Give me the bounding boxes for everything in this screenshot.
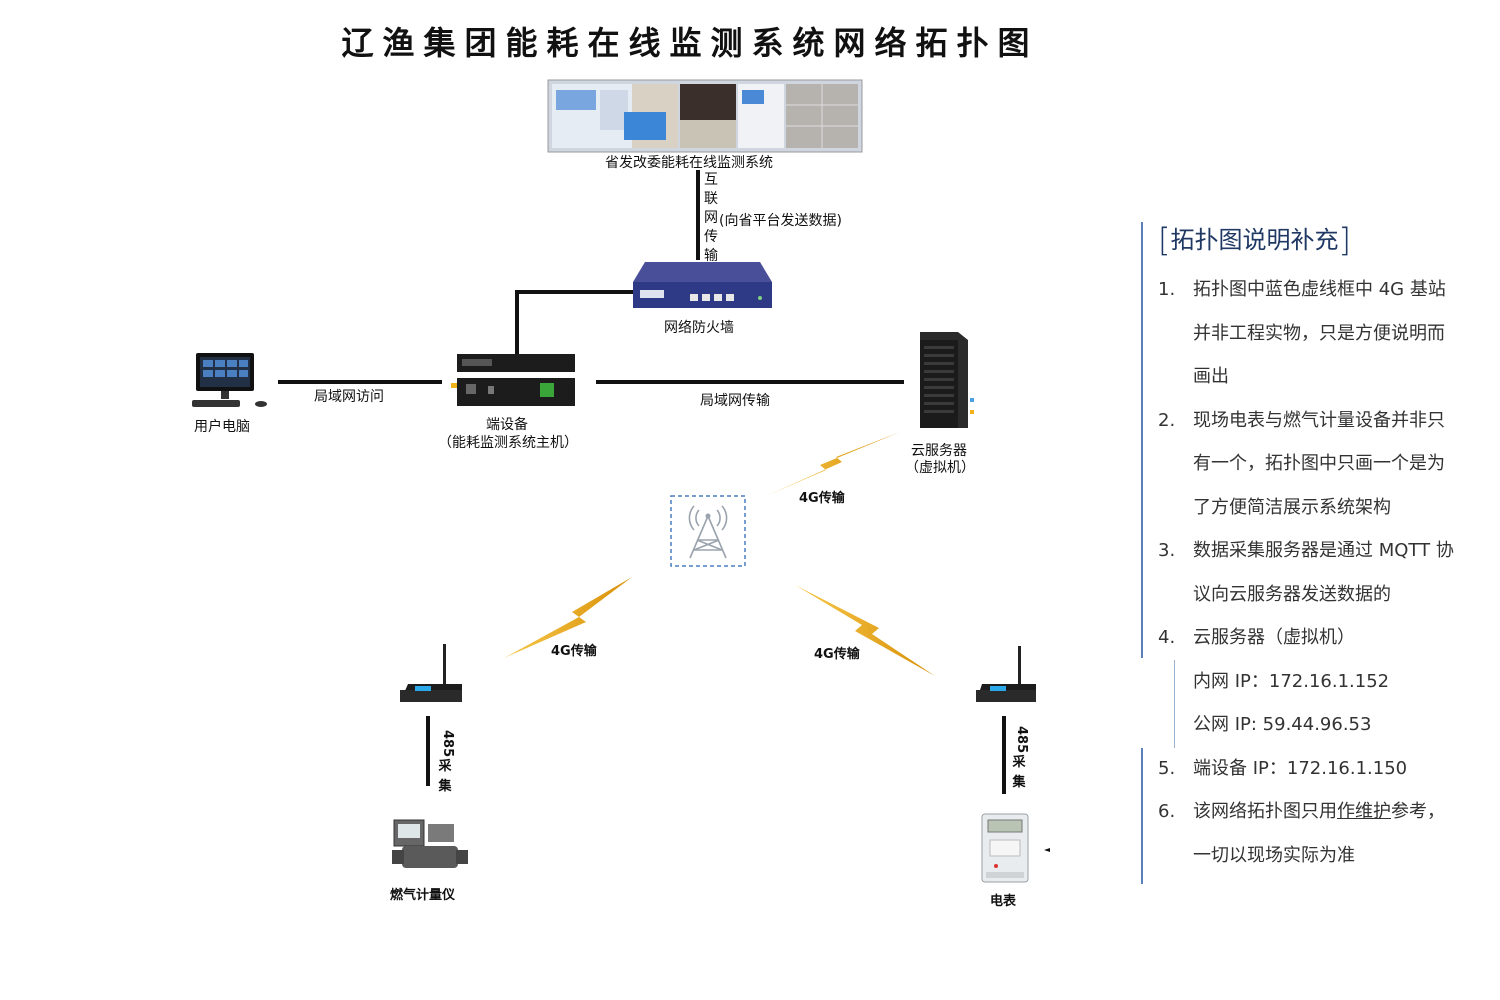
page-title: 辽渔集团能耗在线监测系统网络拓扑图	[341, 24, 1039, 62]
gas-meter-icon	[392, 819, 468, 868]
user-pc-label: 用户电脑	[194, 419, 250, 435]
edge-host-icon	[451, 354, 575, 406]
notes-subrule	[1174, 660, 1175, 748]
tower-icon	[670, 495, 746, 567]
province-system-label: 省发改委能耗在线监测系统	[605, 155, 773, 171]
rs485-label-right: 485 采 集	[1012, 726, 1029, 791]
firewall-label: 网络防火墙	[664, 320, 734, 336]
monitor-icon	[192, 353, 267, 407]
note-item: 2. 现场电表与燃气计量设备并非只 有一个，拓扑图中只画一个是为 了方便简洁展示…	[1158, 409, 1445, 518]
gas-meter-label: 燃气计量仪	[390, 888, 456, 903]
notes-rule	[1141, 222, 1143, 658]
cloud-server-label: 云服务器	[911, 443, 967, 459]
note-item: 1. 拓扑图中蓝色虚线框中 4G 基站 并非工程实物，只是方便说明而 画出	[1158, 279, 1446, 387]
notes-list: 1. 拓扑图中蓝色虚线框中 4G 基站 并非工程实物，只是方便说明而 画出 2.…	[1158, 268, 1488, 877]
rs485-label-left: 485 采 集	[438, 730, 455, 795]
g4-link-label-top: 4G传输	[799, 491, 845, 506]
note-item: 5. 端设备 IP：172.16.1.150	[1158, 757, 1408, 779]
lan-access-label: 局域网访问	[314, 389, 384, 405]
g4-link-label-right: 4G传输	[814, 647, 860, 662]
province-system-screens-icon	[547, 79, 863, 153]
electric-meter-label: 电表	[990, 894, 1017, 909]
notes-heading: [拓扑图说明补充]	[1158, 221, 1351, 259]
notes-rule-lower	[1141, 748, 1143, 884]
edge-device-sublabel: （能耗监测系统主机）	[438, 435, 578, 451]
cloud-server-sublabel: （虚拟机）	[905, 460, 975, 476]
note-item: 6. 该网络拓扑图只用作维护参考， 一切以现场实际为准	[1158, 801, 1445, 866]
firewall-icon	[633, 262, 772, 308]
dtu-antenna-icon	[400, 644, 462, 702]
dtu-antenna-icon	[976, 646, 1036, 702]
note-item: 3. 数据采集服务器是通过 MQTT 协 议向云服务器发送数据的	[1158, 540, 1454, 605]
note-item: 4. 云服务器（虚拟机）	[1158, 627, 1355, 648]
edge-device-label: 端设备	[486, 417, 528, 433]
lightning-icon	[504, 432, 935, 676]
internet-link-note: (向省平台发送数据)	[719, 213, 842, 229]
internet-link-label: 互 联 网 传 输	[704, 172, 718, 264]
electric-meter-icon	[981, 813, 1050, 883]
lan-transfer-label: 局域网传输	[700, 393, 770, 409]
note-subitem: 内网 IP：172.16.1.152 公网 IP: 59.44.96.53	[1193, 670, 1390, 736]
g4-link-label-left: 4G传输	[551, 644, 597, 659]
server-rack-icon	[920, 332, 974, 428]
